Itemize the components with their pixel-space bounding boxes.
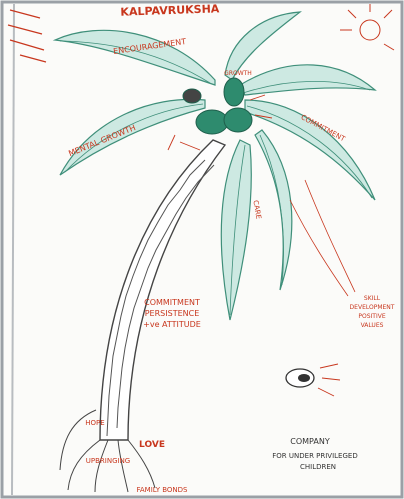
trunk-text-line2: PERSISTENCE [145,309,200,318]
coconut-4 [183,89,201,103]
root-label-upbringing: UPBRINGING [86,457,130,465]
right-note-line1: SKILL [364,295,381,302]
bottom-note-line3: CHILDREN [300,463,336,471]
right-note-line3: POSITIVE [358,313,385,320]
label-growth: GROWTH [224,70,252,77]
coconut-1 [196,110,228,134]
right-note-line4: VALUES [361,322,384,329]
trunk-text-line3: +ve ATTITUDE [143,320,201,329]
bottom-note-line2: FOR UNDER PRIVILEGED [272,452,357,460]
root-label-family-bonds: FAMILY BONDS [136,486,188,494]
coconut-3 [224,78,244,106]
root-label-love: LOVE [139,440,165,450]
right-note-line2: DEVELOPMENT [350,304,395,311]
trunk-text-line1: COMMITMENT [144,298,200,307]
bottom-note-line1: COMPANY [290,437,330,446]
coconut-2 [224,108,252,132]
root-label-hope: HOPE [85,419,104,427]
